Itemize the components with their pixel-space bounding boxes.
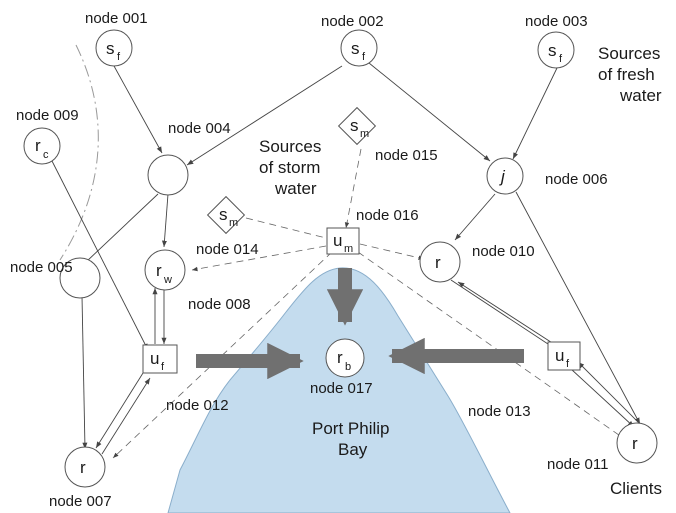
node-012-subscript: f (161, 361, 165, 373)
label-node-011: node 011 (547, 456, 608, 473)
node-001: s f (95, 29, 133, 67)
label-node-017: node 017 (310, 380, 373, 397)
node-012-symbol: u (150, 349, 159, 368)
node-014: s m (206, 195, 246, 235)
label-node-010: node 010 (472, 243, 535, 260)
node-010-symbol: r (435, 253, 441, 272)
label-node-009: node 009 (16, 107, 79, 124)
node-008-subscript: w (163, 274, 172, 286)
node-009: r c (23, 127, 61, 165)
label-node-012: node 012 (166, 397, 229, 414)
node-002: s f (340, 29, 378, 67)
node-010: r (419, 241, 461, 283)
label-node-001: node 001 (85, 10, 148, 27)
node-017: r b (325, 338, 365, 378)
label-node-006: node 006 (545, 171, 608, 188)
node-006: j (486, 157, 524, 195)
label-node-007: node 007 (49, 493, 112, 510)
label-node-008: node 008 (188, 296, 251, 313)
node-001-symbol: s (106, 39, 115, 58)
label-node-014: node 014 (196, 241, 259, 258)
node-011: r (616, 422, 658, 464)
node-007: r (64, 446, 106, 488)
solid-edges (51, 62, 643, 455)
node-013: u f (547, 341, 581, 371)
node-008-symbol: r (156, 261, 162, 280)
node-003: s f (537, 31, 575, 69)
clients-caption: Clients (610, 479, 662, 498)
bay-caption-line-1: Port Philip (312, 419, 389, 438)
flow-arrows (196, 268, 524, 380)
node-017-symbol: r (337, 348, 343, 367)
storm-water-caption-line-2: of storm (259, 158, 320, 177)
node-007-symbol: r (80, 458, 86, 477)
label-node-013: node 013 (468, 403, 531, 420)
fresh-water-caption-line-2: of fresh (598, 65, 655, 84)
storm-water-caption-line-1: Sources (259, 137, 321, 156)
node-014-symbol: s (219, 205, 228, 224)
node-016-subscript: m (344, 243, 353, 255)
node-017-subscript: b (345, 361, 351, 373)
node-015-symbol: s (350, 116, 359, 135)
label-node-004: node 004 (168, 120, 231, 137)
node-008: r w (144, 249, 186, 291)
node-016: u m (326, 227, 360, 255)
node-016-symbol: u (333, 231, 342, 250)
node-001-subscript: f (117, 51, 121, 63)
bay-caption-line-2: Bay (338, 440, 368, 459)
node-002-subscript: f (362, 51, 366, 63)
node-015: s m (337, 106, 377, 146)
node-004 (147, 154, 189, 196)
node-013-subscript: f (566, 358, 570, 370)
fresh-water-caption-line-3: water (619, 86, 662, 105)
node-009-symbol: r (35, 136, 41, 155)
label-node-003: node 003 (525, 13, 588, 30)
fresh-water-caption-line-1: Sources (598, 44, 660, 63)
node-006-symbol: j (499, 167, 506, 186)
node-011-symbol: r (632, 434, 638, 453)
node-002-symbol: s (351, 39, 360, 58)
label-node-015: node 015 (375, 147, 438, 164)
storm-water-caption-line-3: water (274, 179, 317, 198)
port-philip-bay (167, 267, 511, 513)
node-005 (59, 257, 101, 299)
node-003-symbol: s (548, 41, 557, 60)
label-node-005: node 005 (10, 259, 73, 276)
label-node-016: node 016 (356, 207, 419, 224)
node-009-subscript: c (43, 149, 49, 161)
node-012: u f (142, 344, 178, 374)
node-013-symbol: u (555, 346, 564, 365)
node-015-subscript: m (360, 128, 369, 140)
label-node-002: node 002 (321, 13, 384, 30)
node-014-subscript: m (229, 217, 238, 229)
node-003-subscript: f (559, 53, 563, 65)
boundary-arc (59, 44, 99, 261)
